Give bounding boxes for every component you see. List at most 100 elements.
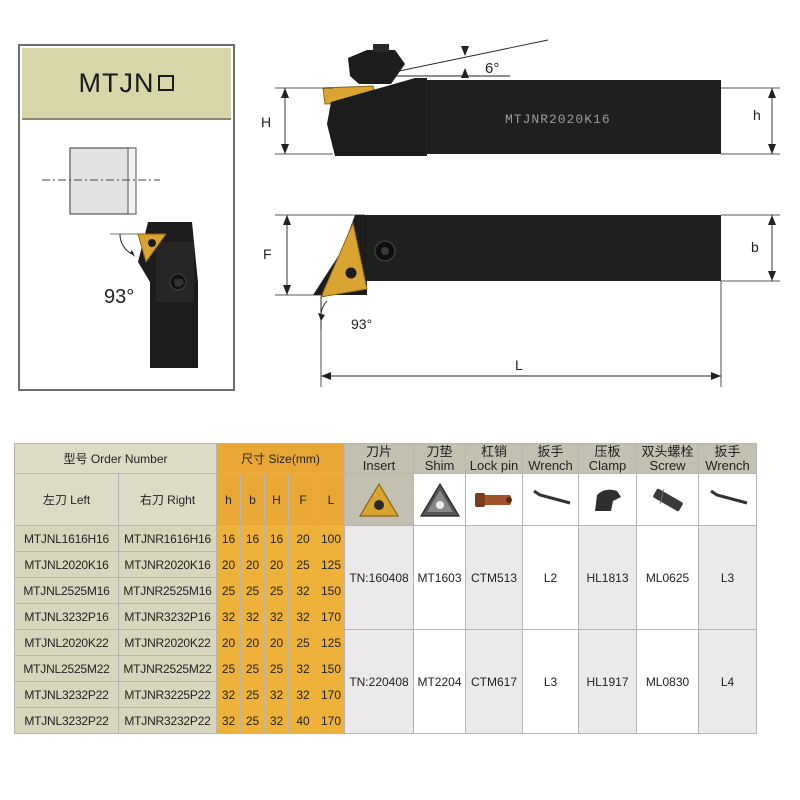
- size-cell: 25: [288, 551, 318, 578]
- size-cell: 32: [216, 681, 241, 708]
- screw-picture: [636, 473, 699, 526]
- table-row-left: MTJNL2020K22: [14, 629, 119, 656]
- table-row-right: MTJNR3232P22: [118, 707, 217, 734]
- insert-value: TN:160408: [344, 525, 414, 630]
- size-cell: 125: [317, 629, 345, 656]
- size-cell: 25: [240, 655, 265, 682]
- table-row-left: MTJNL3232P22: [14, 681, 119, 708]
- size-cell: 25: [216, 577, 241, 604]
- shank-marking: MTJNR2020K16: [505, 112, 611, 127]
- size-cell: 32: [288, 655, 318, 682]
- size-cell: 150: [317, 577, 345, 604]
- table-row-right: MTJNR2020K22: [118, 629, 217, 656]
- tool-style-title: MTJN: [78, 67, 155, 98]
- size-cell: 170: [317, 681, 345, 708]
- right-header: 右刀 Right: [118, 473, 217, 526]
- side-view-drawing: F b 93° L: [263, 214, 780, 387]
- wrench-icon: [532, 489, 570, 504]
- size-cell: 32: [264, 681, 289, 708]
- size-cell: 25: [240, 707, 265, 734]
- size-col-h: h: [216, 473, 241, 526]
- dim-F-label: F: [263, 246, 272, 262]
- shim-value: MT1603: [413, 525, 466, 630]
- size-cell: 170: [317, 707, 345, 734]
- size-cell: 32: [264, 603, 289, 630]
- top-angle-label: 6°: [485, 60, 499, 77]
- top-view-drawing: 6° MTJNR2020K16 H h: [261, 39, 780, 156]
- size-cell: 20: [216, 551, 241, 578]
- lock-pin-value: CTM513: [465, 525, 523, 630]
- table-row-right: MTJNR3225P22: [118, 681, 217, 708]
- size-cell: 20: [264, 551, 289, 578]
- table-row-left: MTJNL3232P16: [14, 603, 119, 630]
- order-number-header: 型号 Order Number: [14, 443, 217, 474]
- size-cell: 20: [216, 629, 241, 656]
- table-row-left: MTJNL2525M16: [14, 577, 119, 604]
- table-row-right: MTJNR2020K16: [118, 551, 217, 578]
- size-cell: 16: [216, 525, 241, 552]
- dim-h-label: h: [753, 107, 761, 123]
- clamp-value: HL1813: [578, 525, 637, 630]
- triangle-shim-icon: [419, 482, 460, 517]
- size-col-b: b: [240, 473, 265, 526]
- size-cell: 32: [216, 603, 241, 630]
- size-cell: 32: [216, 707, 241, 734]
- size-cell: 20: [264, 629, 289, 656]
- size-cell: 25: [240, 681, 265, 708]
- size-col-F: F: [288, 473, 318, 526]
- wrench2-value: L4: [698, 629, 757, 734]
- size-cell: 20: [288, 525, 318, 552]
- clamp-picture: [578, 473, 637, 526]
- left-header: 左刀 Left: [14, 473, 119, 526]
- size-cell: 16: [240, 525, 265, 552]
- wrench2-value: L3: [698, 525, 757, 630]
- table-row-right: MTJNR2525M16: [118, 577, 217, 604]
- lock-pin-value: CTM617: [465, 629, 523, 734]
- table-row-right: MTJNR3232P16: [118, 603, 217, 630]
- table-row-right: MTJNR2525M22: [118, 655, 217, 682]
- table-row-right: MTJNR1616H16: [118, 525, 217, 552]
- insert-value: TN:220408: [344, 629, 414, 734]
- wrench2-picture: [698, 473, 757, 526]
- screw-value: ML0830: [636, 629, 699, 734]
- size-cell: 25: [240, 577, 265, 604]
- insert-picture: [344, 473, 414, 526]
- dim-H-label: H: [261, 114, 271, 130]
- shim-value: MT2204: [413, 629, 466, 734]
- clamp-value: HL1917: [578, 629, 637, 734]
- size-cell: 20: [240, 551, 265, 578]
- table-row-left: MTJNL2020K16: [14, 551, 119, 578]
- size-cell: 100: [317, 525, 345, 552]
- screw-icon: [652, 488, 683, 511]
- size-cell: 32: [288, 577, 318, 604]
- table-row-left: MTJNL1616H16: [14, 525, 119, 552]
- size-cell: 150: [317, 655, 345, 682]
- table-row-left: MTJNL2525M22: [14, 655, 119, 682]
- wrench-picture: [522, 473, 579, 526]
- side-angle-label: 93°: [351, 316, 372, 332]
- detail-angle-label: 93°: [104, 286, 134, 308]
- triangle-insert-icon: [358, 482, 400, 517]
- size-cell: 32: [240, 603, 265, 630]
- size-cell: 125: [317, 551, 345, 578]
- size-cell: 170: [317, 603, 345, 630]
- tool-style-header: MTJN: [22, 48, 231, 120]
- size-cell: 20: [240, 629, 265, 656]
- shim-picture: [413, 473, 466, 526]
- size-cell: 25: [288, 629, 318, 656]
- table-row-left: MTJNL3232P22: [14, 707, 119, 734]
- wrench-value: L3: [522, 629, 579, 734]
- dim-b-label: b: [751, 239, 759, 255]
- screw-value: ML0625: [636, 525, 699, 630]
- lock-pin-picture: [465, 473, 523, 526]
- tool-style-box: MTJN 93°: [18, 44, 235, 391]
- size-header: 尺寸 Size(mm): [216, 443, 345, 474]
